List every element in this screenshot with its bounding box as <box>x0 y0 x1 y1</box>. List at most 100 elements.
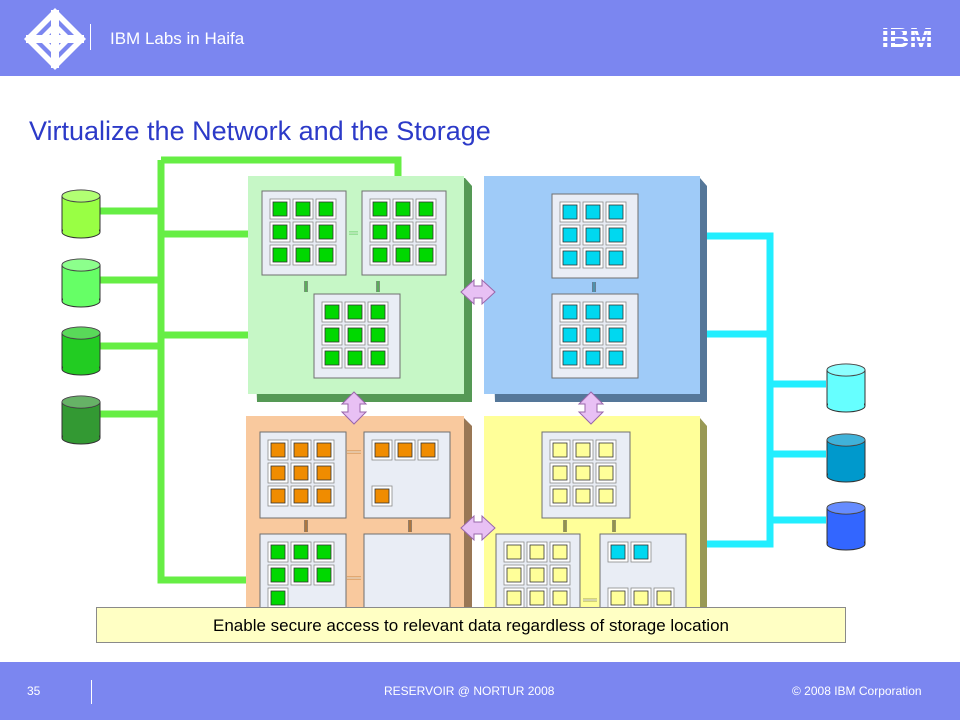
vm-icon <box>562 227 578 243</box>
vm-icon <box>295 247 311 263</box>
vm-icon <box>316 544 332 560</box>
vm-icon <box>316 488 332 504</box>
vm-icon <box>608 327 624 343</box>
header-bar <box>0 0 960 76</box>
vm-icon <box>552 488 568 504</box>
vm-icon <box>293 465 309 481</box>
vm-icon <box>293 567 309 583</box>
vm-icon <box>552 590 568 606</box>
vm-icon <box>270 567 286 583</box>
vm-icon <box>318 201 334 217</box>
link-arrow-left <box>340 391 368 425</box>
caption-box: Enable secure access to relevant data re… <box>96 607 846 643</box>
server-box <box>361 190 447 276</box>
vm-icon <box>506 590 522 606</box>
storage-disk-icon <box>61 395 101 445</box>
header-divider <box>90 24 91 50</box>
vm-icon <box>370 327 386 343</box>
vm-icon <box>270 465 286 481</box>
vm-icon <box>585 327 601 343</box>
vm-icon <box>272 247 288 263</box>
vm-icon <box>598 465 614 481</box>
vm-icon <box>395 224 411 240</box>
vm-icon <box>610 544 626 560</box>
server-box <box>551 293 639 379</box>
vm-icon <box>347 327 363 343</box>
footer-bar <box>0 662 960 720</box>
vm-icon <box>293 442 309 458</box>
copyright: © 2008 IBM Corporation <box>792 684 922 698</box>
vm-icon <box>295 224 311 240</box>
vm-icon <box>270 442 286 458</box>
vm-icon <box>585 350 601 366</box>
vm-icon <box>370 304 386 320</box>
event-name: RESERVOIR @ NORTUR 2008 <box>384 684 555 698</box>
vm-icon <box>270 488 286 504</box>
vm-icon <box>316 442 332 458</box>
vm-icon <box>293 488 309 504</box>
vm-icon <box>575 442 591 458</box>
vm-icon <box>575 465 591 481</box>
vm-icon <box>552 465 568 481</box>
vm-icon <box>633 544 649 560</box>
link-arrow-right <box>577 391 605 425</box>
vm-icon <box>272 224 288 240</box>
vm-icon <box>585 204 601 220</box>
link-arrow-top <box>460 278 496 306</box>
vm-icon <box>270 590 286 606</box>
network-storage-diagram <box>61 156 866 616</box>
left-storage-disks <box>61 189 101 445</box>
slide-title: Virtualize the Network and the Storage <box>29 116 491 146</box>
server-box <box>259 533 347 611</box>
vm-icon <box>418 247 434 263</box>
vm-icon <box>608 304 624 320</box>
vm-icon <box>372 247 388 263</box>
site-links <box>340 278 605 542</box>
vm-icon <box>552 442 568 458</box>
server-box <box>495 533 581 611</box>
vm-icon <box>529 544 545 560</box>
storage-disk-icon <box>826 363 866 413</box>
vm-icon <box>585 227 601 243</box>
vm-icon <box>374 488 390 504</box>
vm-icon <box>633 590 649 606</box>
vm-icon <box>347 304 363 320</box>
storage-disk-icon <box>826 433 866 483</box>
vm-icon <box>506 567 522 583</box>
vm-icon <box>316 465 332 481</box>
server-box <box>599 533 687 611</box>
vm-icon <box>293 544 309 560</box>
server-box <box>541 431 631 519</box>
vm-icon <box>372 201 388 217</box>
vm-icon <box>562 350 578 366</box>
vm-icon <box>610 590 626 606</box>
storage-disk-icon <box>61 326 101 376</box>
server-box <box>363 533 451 611</box>
vm-icon <box>585 304 601 320</box>
vm-icon <box>418 224 434 240</box>
server-box <box>363 431 451 519</box>
vm-icon <box>324 350 340 366</box>
vm-icon <box>608 250 624 266</box>
right-storage-disks <box>826 363 866 551</box>
vm-icon <box>318 224 334 240</box>
vm-icon <box>562 204 578 220</box>
vm-icon <box>575 488 591 504</box>
vm-icon <box>506 544 522 560</box>
server-box <box>551 193 639 279</box>
vm-icon <box>270 544 286 560</box>
vm-icon <box>372 224 388 240</box>
lab-name: IBM Labs in Haifa <box>110 29 245 48</box>
page-number: 35 <box>27 684 41 698</box>
storage-disk-icon <box>826 501 866 551</box>
storage-disk-icon <box>61 258 101 308</box>
server-box <box>313 293 401 379</box>
footer-divider <box>91 680 92 704</box>
vm-icon <box>347 350 363 366</box>
vm-icon <box>370 350 386 366</box>
vm-icon <box>295 201 311 217</box>
vm-icon <box>562 304 578 320</box>
vm-icon <box>552 544 568 560</box>
vm-icon <box>420 442 436 458</box>
vm-icon <box>608 204 624 220</box>
